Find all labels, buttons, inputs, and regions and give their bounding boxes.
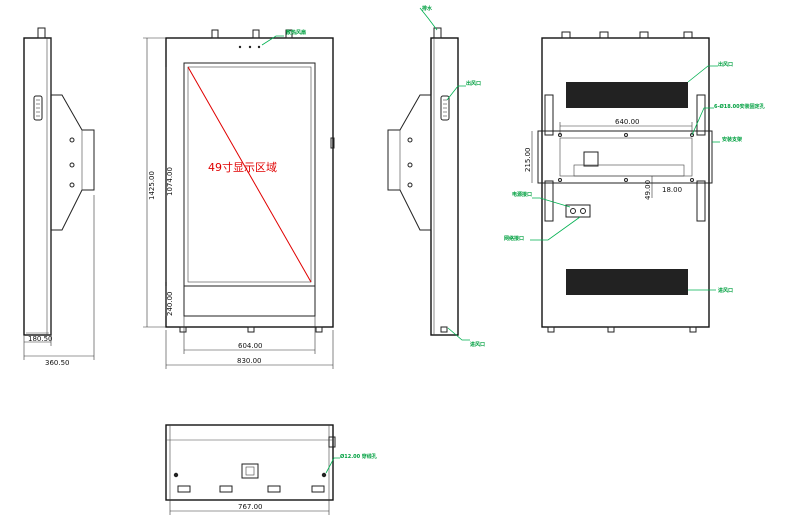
dim-604: 604.00	[238, 342, 263, 350]
bottom-view	[165, 424, 336, 501]
label-air-in-side: 进风口	[470, 341, 485, 348]
label-mount-holes: 6-Ø18.00安装固定孔	[714, 103, 765, 110]
front-annotation-fan: 散热风扇	[261, 29, 306, 46]
bottom-dimensions: 767.00	[169, 500, 330, 515]
label-drain: 排水	[422, 5, 433, 12]
right-side-view	[387, 27, 459, 336]
back-annotations: 出风口 6-Ø18.00安装固定孔 安装支架 电源接口 网络接口 进风口	[504, 61, 765, 294]
label-mount-bracket: 安装支架	[722, 136, 742, 143]
label-air-out-back: 出风口	[718, 61, 733, 68]
label-network-port: 网络接口	[504, 235, 524, 242]
display-area-label: 49寸显示区域	[208, 160, 277, 174]
label-fan: 散热风扇	[286, 29, 306, 36]
dim-49: 49.00	[644, 180, 652, 200]
dim-180-50: 180.50	[28, 335, 53, 343]
back-view	[537, 31, 713, 333]
front-view: 49寸显示区域	[165, 29, 335, 333]
dim-830: 830.00	[237, 357, 262, 365]
dim-767: 767.00	[238, 503, 263, 511]
back-dimensions: 640.00 215.00 49.00 18.00	[524, 118, 693, 200]
dim-1425: 1425.00	[148, 171, 156, 200]
dim-215: 215.00	[524, 148, 532, 173]
front-dimensions: 1425.00 1074.00 240.00 604.00 830.00	[143, 37, 334, 369]
dim-360-50: 360.50	[45, 359, 70, 367]
dim-1074: 1074.00	[166, 167, 174, 196]
bottom-annotations: Ø12.00 穿线孔	[325, 453, 377, 474]
right-side-annotations: 排水 出风口 进风口	[419, 5, 485, 348]
bottom-vent	[566, 269, 688, 295]
top-vent	[566, 82, 688, 108]
label-air-out-side: 出风口	[466, 80, 481, 87]
dim-18: 18.00	[662, 186, 682, 194]
dim-240: 240.00	[166, 292, 174, 317]
label-air-in-back: 进风口	[718, 287, 733, 294]
dim-640: 640.00	[615, 118, 640, 126]
left-side-view	[23, 27, 95, 336]
left-side-dimensions: 180.50 360.50	[23, 195, 95, 367]
label-cable-hole: Ø12.00 穿线孔	[340, 453, 377, 460]
label-power-port: 电源接口	[512, 191, 532, 198]
